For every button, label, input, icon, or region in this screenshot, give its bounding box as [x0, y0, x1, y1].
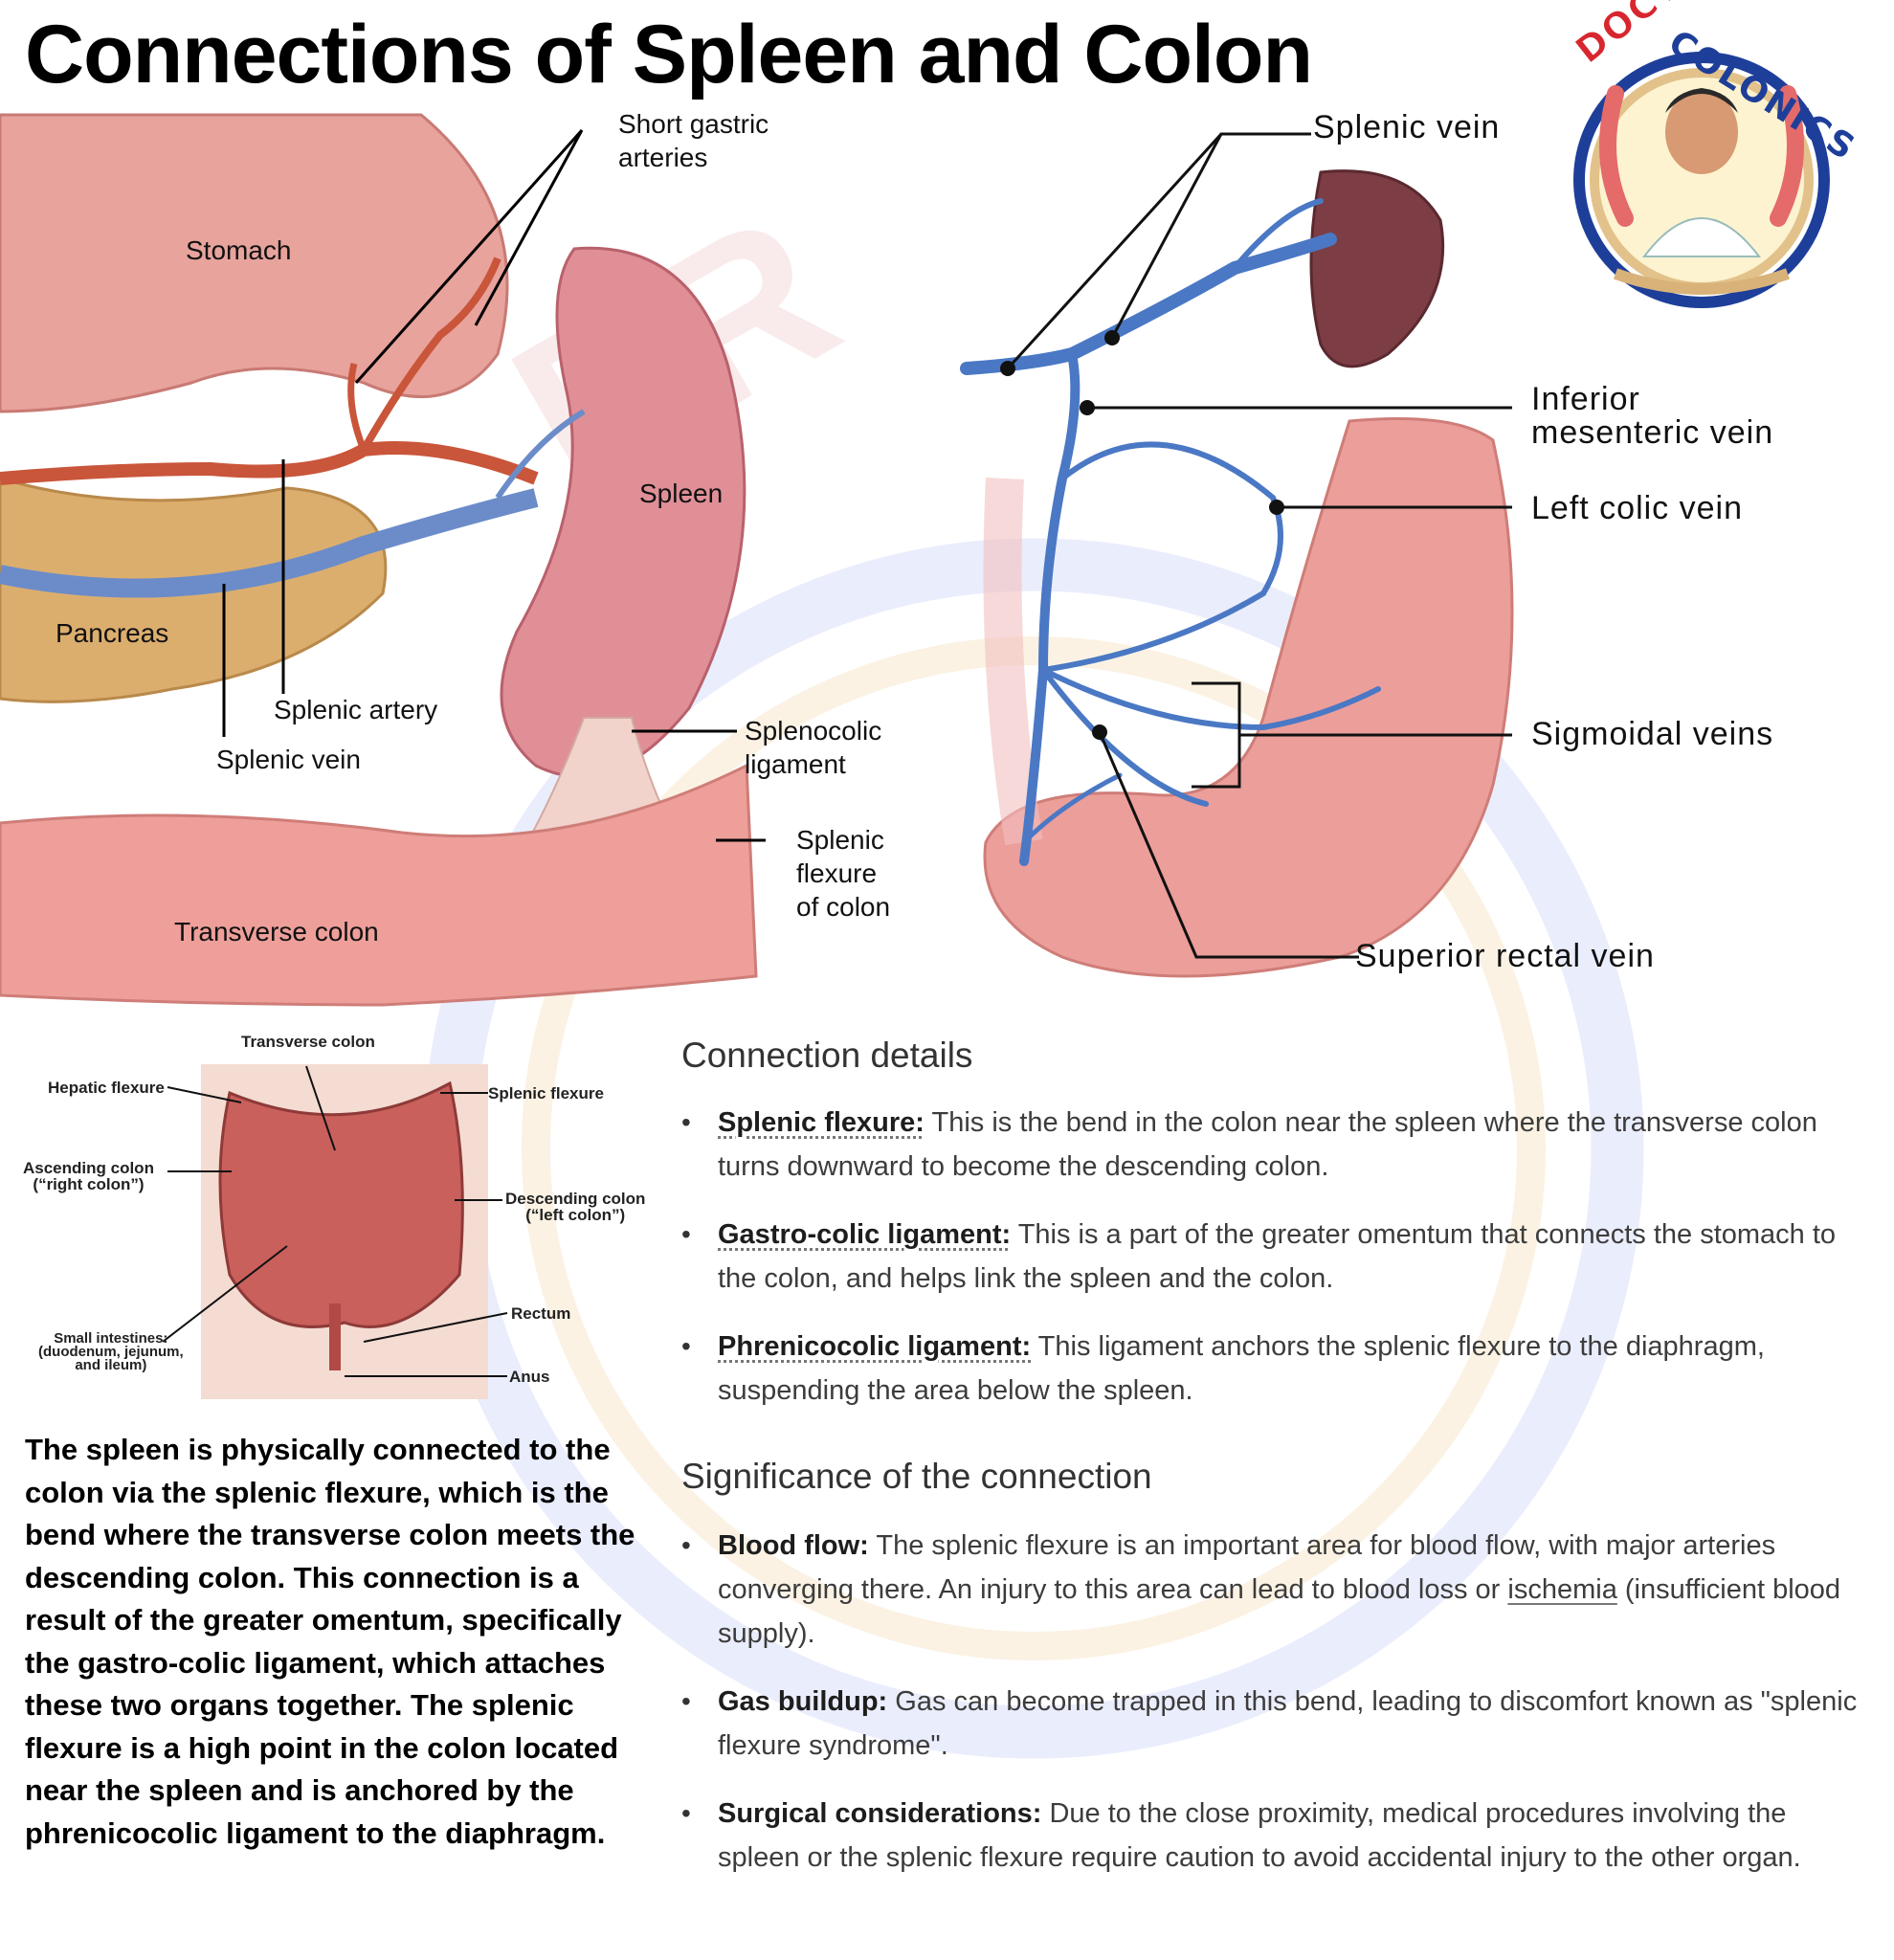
term-blood-flow: Blood flow:	[718, 1530, 869, 1561]
label-spleen: Spleen	[639, 479, 724, 508]
label-splenic-artery: Splenic artery	[274, 695, 438, 724]
label-sigmoidal-veins: Sigmoidal veins	[1531, 716, 1774, 752]
bullet: •	[681, 1686, 691, 1716]
label-splenic-vein: Splenic vein	[216, 745, 361, 774]
label-anus: Anus	[509, 1368, 550, 1386]
bullet: •	[681, 1530, 691, 1560]
list-item-phrenicocolic-ligament: • Phrenicocolic ligament: This ligament …	[681, 1325, 1859, 1413]
item-text-end: (insufficient blood supply).	[718, 1574, 1841, 1649]
label-transverse-colon-small: Transverse colon	[241, 1033, 375, 1051]
list-item-gas-buildup: • Gas buildup: Gas can become trapped in…	[681, 1680, 1859, 1768]
ischemia-link[interactable]: ischemia	[1507, 1574, 1617, 1605]
label-left-colic-vein: Left colic vein	[1531, 490, 1743, 526]
item-text: Gas can become trapped in this bend, lea…	[718, 1686, 1858, 1761]
label-descending-colon: Descending colon (“left colon”)	[505, 1190, 646, 1224]
label-pancreas: Pancreas	[56, 618, 169, 648]
bullet: •	[681, 1107, 691, 1137]
page-title: Connections of Spleen and Colon	[25, 9, 1313, 100]
term-phrenicocolic-ligament[interactable]: Phrenicocolic ligament:	[718, 1331, 1032, 1362]
label-stomach: Stomach	[186, 235, 292, 265]
label-splenic-vein-2: Splenic vein	[1313, 109, 1501, 145]
label-short-gastric-arteries: Short gastric arteries	[618, 109, 769, 172]
list-item-splenic-flexure: • Splenic flexure: This is the bend in t…	[681, 1101, 1859, 1189]
label-hepatic-flexure: Hepatic flexure	[48, 1079, 165, 1097]
label-superior-rectal-vein: Superior rectal vein	[1355, 938, 1655, 974]
label-ascending-colon: Ascending colon (“right colon”)	[23, 1159, 154, 1193]
label-splenic-flexure-of-colon: Splenic flexure of colon	[796, 825, 891, 922]
item-text: The splenic flexure is an important area…	[718, 1530, 1776, 1605]
item-text: This is the bend in the colon near the s…	[718, 1107, 1817, 1182]
item-text: This ligament anchors the splenic flexur…	[718, 1331, 1765, 1406]
bullet: •	[681, 1798, 691, 1828]
term-gas-buildup: Gas buildup:	[718, 1686, 888, 1717]
label-splenocolic-ligament: Splenocolic ligament	[745, 716, 882, 779]
bullet: •	[681, 1331, 691, 1361]
list-item-gastro-colic-ligament: • Gastro-colic ligament: This is a part …	[681, 1213, 1859, 1301]
list-item-surgical-considerations: • Surgical considerations: Due to the cl…	[681, 1792, 1859, 1880]
significance-heading: Significance of the connection	[681, 1457, 1152, 1496]
label-transverse-colon: Transverse colon	[174, 917, 379, 947]
label-splenic-flexure-small: Splenic flexure	[488, 1084, 604, 1102]
label-rectum: Rectum	[511, 1304, 571, 1323]
list-item-blood-flow: • Blood flow: The splenic flexure is an …	[681, 1524, 1859, 1656]
term-splenic-flexure[interactable]: Splenic flexure:	[718, 1107, 925, 1138]
label-small-intestines: Small intestines: (duodenum, jejunum, an…	[38, 1330, 184, 1373]
term-surgical-considerations: Surgical considerations:	[718, 1798, 1042, 1829]
bullet: •	[681, 1219, 691, 1249]
connection-details-heading: Connection details	[681, 1036, 973, 1075]
doctor-colonics-logo: DOCTOR COLONICS	[1539, 0, 1864, 314]
summary-paragraph: The spleen is physically connected to th…	[25, 1433, 635, 1850]
term-gastro-colic-ligament[interactable]: Gastro-colic ligament:	[718, 1219, 1012, 1250]
item-text: This is a part of the greater omentum th…	[718, 1219, 1837, 1294]
label-inferior-mesenteric-vein: Inferior mesenteric vein	[1531, 381, 1774, 451]
figure-venous-drainage: Splenic vein Inferior mesenteric vein Le…	[919, 96, 1876, 1034]
figure-colon-overview: Transverse colon Hepatic flexure Splenic…	[19, 1026, 680, 1409]
item-text: Due to the close proximity, medical proc…	[718, 1798, 1801, 1873]
figure-spleen-anatomy: Short gastric arteries Stomach Spleen Pa…	[0, 96, 890, 1014]
